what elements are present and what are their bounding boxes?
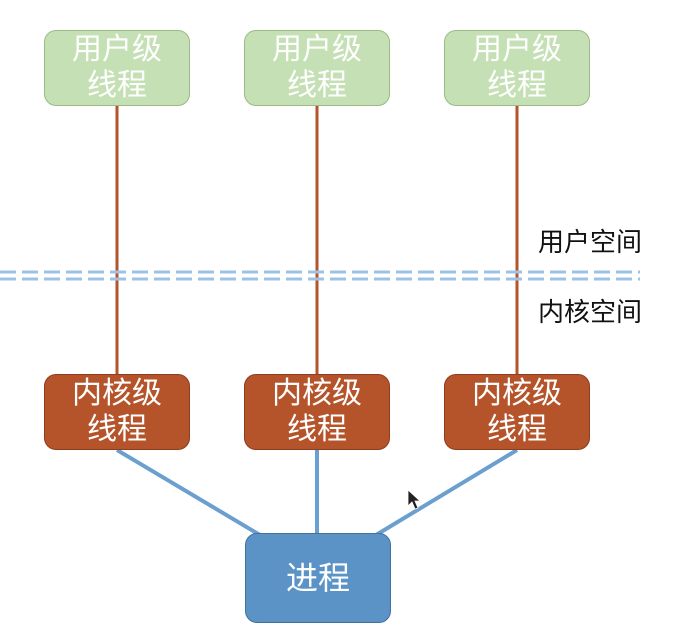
kernel-thread-2: 内核级 线程 (244, 374, 390, 450)
user-thread-label: 线程 (287, 68, 347, 103)
user-thread-3: 用户级 线程 (444, 30, 590, 106)
process-line-3 (374, 448, 519, 537)
user-thread-1: 用户级 线程 (44, 30, 190, 106)
user-thread-label: 用户级 (72, 32, 162, 67)
process-line-1 (115, 448, 262, 537)
user-space-label: 用户空间 (538, 228, 643, 258)
kernel-thread-label: 内核级 (472, 376, 562, 411)
kernel-thread-label: 线程 (87, 412, 147, 447)
kernel-thread-label: 线程 (287, 412, 347, 447)
user-thread-label: 线程 (487, 68, 547, 103)
kernel-thread-label: 内核级 (72, 376, 162, 411)
user-thread-label: 用户级 (472, 32, 562, 67)
process-box: 进程 (245, 533, 391, 623)
user-thread-label: 用户级 (272, 32, 362, 67)
kernel-thread-label: 线程 (487, 412, 547, 447)
cursor-icon (407, 489, 422, 510)
kernel-thread-1: 内核级 线程 (44, 374, 190, 450)
process-label: 进程 (285, 559, 350, 597)
kernel-thread-label: 内核级 (272, 376, 362, 411)
user-thread-2: 用户级 线程 (244, 30, 390, 106)
user-thread-label: 线程 (87, 68, 147, 103)
kernel-thread-3: 内核级 线程 (444, 374, 590, 450)
kernel-space-label: 内核空间 (538, 298, 643, 328)
